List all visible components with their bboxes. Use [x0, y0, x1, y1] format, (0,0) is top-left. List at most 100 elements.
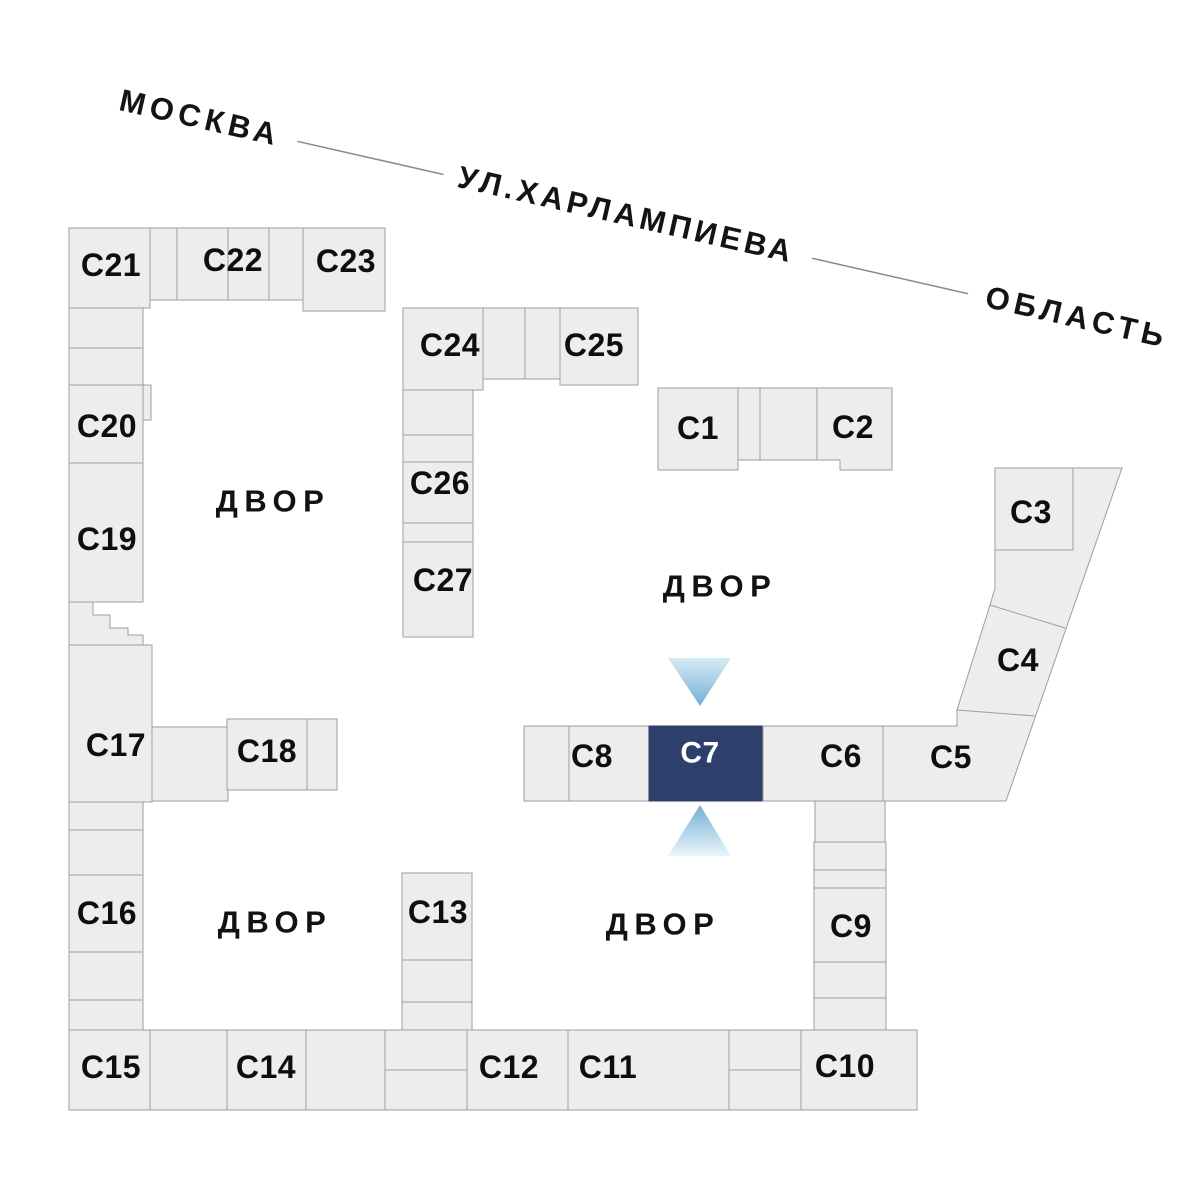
building-label-c20: C20 — [77, 408, 137, 444]
building-cell[interactable] — [68, 874, 144, 953]
building-cell[interactable] — [401, 1001, 473, 1031]
building-cell[interactable] — [567, 1029, 730, 1111]
building-label-c17: C17 — [86, 727, 146, 763]
street-annotation: МОСКВА УЛ.ХАРЛАМПИЕВА ОБЛАСТЬ — [116, 82, 1172, 354]
building-label-c3: C3 — [1010, 494, 1052, 530]
building-label-c16: C16 — [77, 895, 137, 931]
building-cell[interactable] — [402, 434, 474, 463]
building-label-c8: C8 — [571, 738, 613, 774]
division-lines-layer — [956, 604, 1066, 717]
courtyard-label: ДВОР — [606, 907, 721, 942]
building-cell[interactable] — [151, 726, 229, 802]
building-label-c26: C26 — [410, 465, 470, 501]
building-cell[interactable] — [466, 1029, 569, 1111]
building-cell[interactable] — [226, 718, 308, 791]
building-cell[interactable] — [149, 227, 178, 301]
building-label-c14: C14 — [236, 1049, 296, 1085]
building-cell[interactable] — [813, 887, 887, 963]
building-cell[interactable] — [268, 227, 304, 301]
courtyard-label: ДВОР — [216, 484, 331, 519]
building-cell[interactable] — [176, 227, 229, 301]
building-cell[interactable] — [728, 1069, 802, 1111]
building-cell[interactable] — [402, 307, 484, 391]
building-cell[interactable] — [759, 387, 818, 461]
building-cell[interactable] — [149, 1029, 228, 1111]
building-cell[interactable] — [559, 307, 639, 386]
building-cell[interactable] — [68, 347, 144, 386]
building-label-c15: C15 — [81, 1049, 141, 1085]
building-label-c9: C9 — [830, 908, 872, 944]
building-cell[interactable] — [68, 644, 153, 803]
building-cell[interactable] — [813, 961, 887, 999]
building-cell[interactable] — [68, 1029, 151, 1111]
building-label-c4: C4 — [997, 642, 1039, 678]
street-name-label: УЛ.ХАРЛАМПИЕВА — [455, 159, 799, 269]
building-cell[interactable] — [402, 389, 474, 436]
building-label-c21: C21 — [81, 247, 141, 283]
building-label-c11: C11 — [579, 1049, 637, 1085]
building-label-c19: C19 — [77, 521, 137, 557]
building-cell[interactable] — [482, 307, 526, 380]
building-cell[interactable] — [142, 384, 152, 421]
selected-building-arrow-up-icon — [668, 805, 731, 856]
building-cell[interactable] — [728, 1029, 802, 1071]
building-cell[interactable] — [401, 872, 473, 961]
building-cell[interactable] — [226, 1029, 307, 1111]
building-division-line — [989, 604, 1066, 629]
building-label-c25: C25 — [564, 327, 624, 363]
building-cell[interactable] — [813, 841, 887, 871]
building-cell[interactable] — [994, 467, 1074, 551]
building-cell[interactable] — [68, 999, 144, 1031]
building-label-c22: C22 — [203, 242, 263, 278]
building-cell[interactable] — [813, 869, 887, 889]
building-cell[interactable] — [305, 1029, 386, 1111]
building-label-c2: C2 — [832, 409, 874, 445]
building-label-c1: C1 — [677, 410, 719, 446]
building-label-c5: C5 — [930, 739, 972, 775]
selected-building-arrow-down-icon — [668, 658, 731, 706]
building-cell[interactable] — [402, 541, 474, 638]
building-cell[interactable] — [68, 829, 144, 876]
street-label-moscow: МОСКВА — [116, 82, 284, 153]
building-label-c13: C13 — [408, 894, 468, 930]
building-cell[interactable] — [384, 1029, 468, 1071]
building-cell[interactable] — [402, 461, 474, 524]
building-cell[interactable] — [568, 725, 650, 802]
building-cell[interactable] — [68, 951, 144, 1001]
building-cell[interactable] — [401, 959, 473, 1003]
courtyard-label: ДВОР — [218, 905, 333, 940]
building-cells-layer — [68, 227, 1123, 1111]
courtyard-label: ДВОР — [663, 569, 778, 604]
building-division-line — [956, 709, 1036, 717]
building-cell[interactable] — [306, 718, 338, 791]
building-cell[interactable] — [68, 801, 144, 831]
building-cell[interactable] — [68, 462, 144, 603]
building-label-c10: C10 — [815, 1048, 875, 1084]
street-label-oblast: ОБЛАСТЬ — [982, 279, 1172, 355]
building-cell[interactable] — [402, 522, 474, 543]
building-label-c18: C18 — [237, 733, 297, 769]
building-cell[interactable] — [68, 601, 144, 646]
building-cell[interactable] — [524, 307, 561, 380]
courtyard-labels-layer: ДВОР ДВОР ДВОР ДВОР — [216, 484, 778, 942]
building-cell[interactable] — [814, 800, 886, 843]
building-label-c24: C24 — [420, 327, 480, 363]
building-cell-selected[interactable] — [648, 725, 728, 802]
building-cell[interactable] — [800, 1029, 918, 1111]
building-cell[interactable] — [813, 997, 887, 1031]
building-cell-selected[interactable] — [726, 725, 764, 802]
building-cell[interactable] — [68, 227, 151, 309]
street-line — [297, 140, 444, 176]
building-cell[interactable] — [384, 1069, 468, 1111]
building-cell[interactable] — [523, 725, 570, 802]
street-line — [811, 257, 969, 295]
building-cell[interactable] — [737, 387, 761, 461]
building-cell[interactable] — [657, 387, 739, 471]
building-cell[interactable] — [816, 387, 893, 471]
building-cell[interactable] — [68, 307, 144, 349]
building-cell[interactable] — [302, 227, 386, 312]
building-label-c6: C6 — [820, 738, 862, 774]
